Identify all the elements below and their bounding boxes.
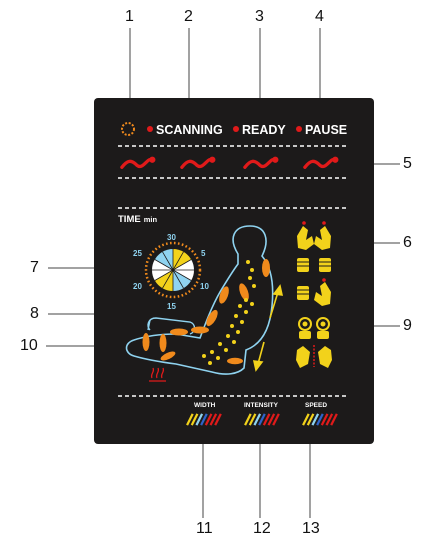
intensity-label: INTENSITY [244, 402, 279, 409]
timer-mark-5: 5 [201, 249, 206, 258]
speed-label: SPEED [305, 402, 327, 409]
width-label: WIDTH [194, 402, 216, 409]
pause-label: PAUSE [305, 123, 347, 137]
timer-mark-30: 30 [167, 233, 176, 242]
timer-mark-20: 20 [133, 282, 142, 291]
timer-mark-15: 15 [167, 302, 176, 311]
ready-led [233, 126, 239, 132]
scanning-label: SCANNING [156, 123, 223, 137]
timer-mark-25: 25 [133, 249, 142, 258]
timer-mark-10: 10 [200, 282, 209, 291]
pause-led [296, 126, 302, 132]
ready-label: READY [242, 123, 286, 137]
scanning-led [147, 126, 153, 132]
